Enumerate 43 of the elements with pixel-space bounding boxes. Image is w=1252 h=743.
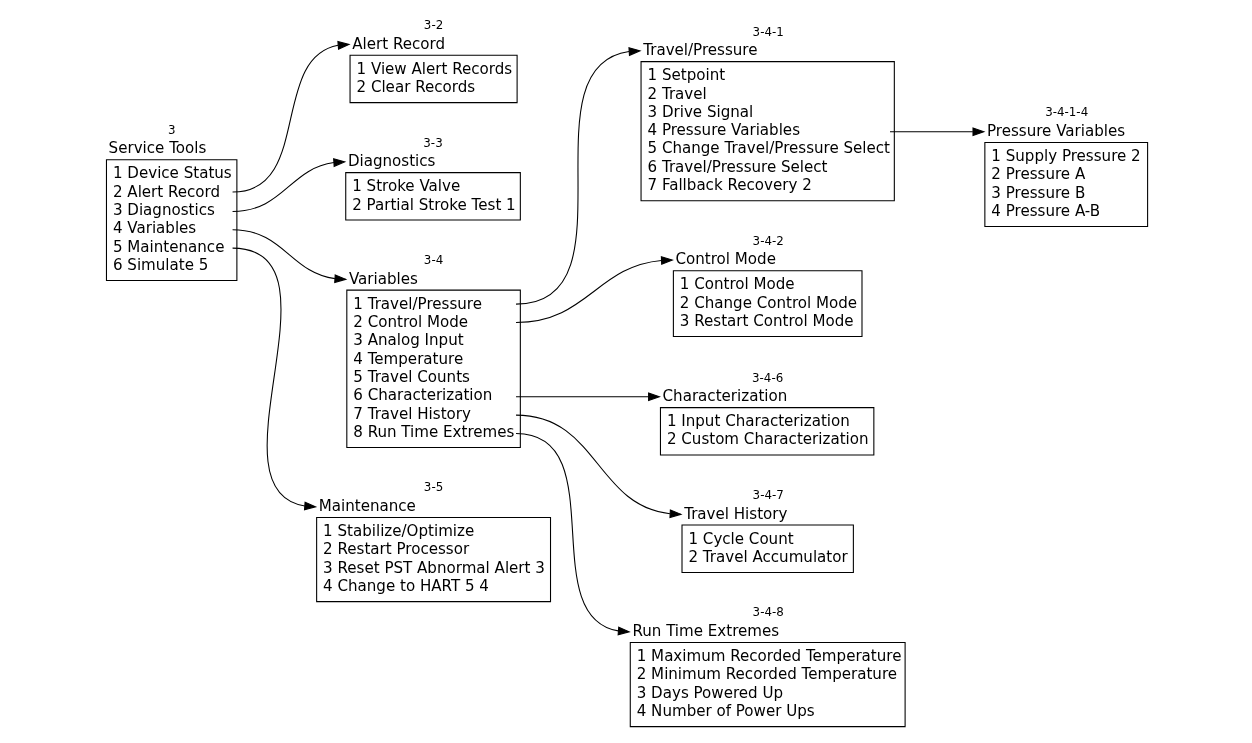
node-label: Pressure Variables xyxy=(986,122,1125,141)
node-label: 3-4-8 xyxy=(752,605,784,620)
node-label: 3-3 xyxy=(422,135,443,150)
node-label: Service Tools xyxy=(108,139,206,158)
node-box: 1 Supply Pressure 2 2 Pressure A 3 Pressure B 4 Pressure A-B xyxy=(983,141,1148,228)
node-label: Alert Record xyxy=(351,34,445,53)
arrow xyxy=(515,432,631,636)
node-label: 3-2 xyxy=(423,18,443,33)
node-box: 1 Stabilize/Optimize 2 Restart Processor 3 Reset PST Abnormal Alert 3 4 Change to HART 5 4 xyxy=(315,517,551,603)
arrow xyxy=(231,229,347,284)
node-label: Maintenance xyxy=(318,497,416,516)
node-box: 1 Travel/Pressure 2 Control Mode 3 Analog Input 4 Temperature 5 Travel Counts 6 Characterization 7 Travel History 8 Run Time Extremes xyxy=(345,289,521,449)
arrow xyxy=(515,255,674,323)
node-box: 1 Setpoint 2 Travel 3 Drive Signal 4 Pressure Variables 5 Change Travel/Pressure Select 6 Travel/Pressure Select 7 Fallback Recovery 2 xyxy=(640,61,895,202)
node-label: 3 xyxy=(167,122,175,137)
node-label: Control Mode xyxy=(675,250,776,269)
node-box: 1 Stroke Valve 2 Partial Stroke Test 1 xyxy=(344,172,521,221)
node-box: 1 Maximum Recorded Temperature 2 Minimum Recorded Temperature 3 Days Powered Up 4 Number of Power Ups xyxy=(629,642,906,728)
arrow xyxy=(515,414,683,519)
node-label: 3-4-1 xyxy=(752,24,784,39)
arrow xyxy=(515,392,661,402)
arrow xyxy=(889,127,985,137)
node-label: 3-5 xyxy=(423,480,443,495)
node-label: 3-4 xyxy=(423,253,443,268)
node-box: 1 Cycle Count 2 Travel Accumulator xyxy=(680,524,854,574)
node-box: 1 Device Status 2 Alert Record 3 Diagnostics 4 Variables 5 Maintenance 6 Simulate 5 xyxy=(105,159,237,281)
node-label: 3-4-6 xyxy=(751,370,783,385)
node-box: 1 View Alert Records 2 Clear Records xyxy=(349,54,518,104)
node-label: Variables xyxy=(348,269,418,288)
node-label: Travel/Pressure xyxy=(642,41,757,60)
node-label: Run Time Extremes xyxy=(631,622,779,641)
arrow xyxy=(231,40,351,193)
node-label: 3-4-2 xyxy=(752,233,784,248)
node-label: 3-4-7 xyxy=(752,488,784,502)
node-box: 1 Control Mode 2 Change Control Mode 3 Restart Control Mode xyxy=(672,270,863,337)
arrow xyxy=(515,47,642,305)
node-label: 3-4-1-4 xyxy=(1044,105,1088,120)
node-label: Travel History xyxy=(683,504,787,523)
node-box: 1 Input Characterization 2 Custom Characterization xyxy=(659,407,874,456)
node-label: Characterization xyxy=(662,387,787,406)
arrow xyxy=(231,158,346,212)
arrow xyxy=(231,247,317,511)
node-label: Diagnostics xyxy=(347,152,435,171)
